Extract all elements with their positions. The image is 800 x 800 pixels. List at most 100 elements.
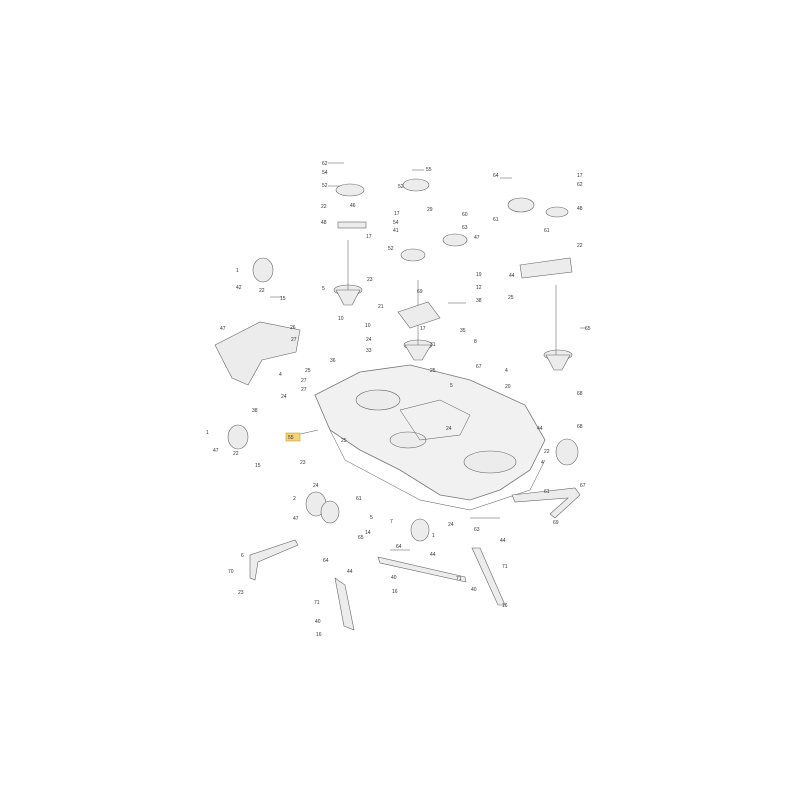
- callout-label: 61: [544, 489, 550, 495]
- callout-label: 40: [391, 575, 397, 581]
- callout-label: 61: [356, 496, 362, 502]
- callout-label: 22: [577, 243, 583, 249]
- callout-label: 69: [553, 520, 559, 526]
- callout-label: 26: [290, 325, 296, 331]
- callout-label: 27: [291, 337, 297, 343]
- callout-label: 44: [509, 273, 515, 279]
- callout-label: 54: [393, 220, 399, 226]
- callout-label: 70: [228, 569, 234, 575]
- cutting-deck-housing: [314, 364, 546, 511]
- callout-label: 61: [544, 228, 550, 234]
- spindle-center: [397, 178, 468, 361]
- callout-label: 71: [502, 564, 508, 570]
- callout-label: 42: [236, 285, 242, 291]
- callout-label: 40: [315, 619, 321, 625]
- discharge-chute: [214, 321, 301, 386]
- callout-label: 24: [446, 426, 452, 432]
- blades: [249, 487, 581, 631]
- callout-label: 4: [505, 368, 508, 374]
- callout-label: 19: [476, 272, 482, 278]
- callout-label: 71: [456, 576, 462, 582]
- callout-label: 24: [281, 394, 287, 400]
- callout-label: 25: [430, 368, 436, 374]
- callout-label: 22: [259, 288, 265, 294]
- callout-label: 17: [394, 211, 400, 217]
- rollers: [227, 257, 579, 542]
- callout-label: 47: [293, 516, 299, 522]
- callout-label: 20: [505, 384, 511, 390]
- callout-label: 52: [398, 184, 404, 190]
- callout-label: 22: [321, 204, 327, 210]
- callout-label: 14: [365, 530, 371, 536]
- callout-label: 1: [206, 430, 209, 436]
- callout-label: 61: [493, 217, 499, 223]
- callout-label: 1: [432, 533, 435, 539]
- callout-label: 44: [347, 569, 353, 575]
- callout-label: 22: [544, 449, 550, 455]
- callout-label: 17: [366, 234, 372, 240]
- callout-label: 17: [420, 326, 426, 332]
- callout-label: 60: [462, 212, 468, 218]
- callout-label: 27: [301, 387, 307, 393]
- callout-label: 24: [448, 522, 454, 528]
- callout-label: 15: [280, 296, 286, 302]
- callout-label: 68: [577, 391, 583, 397]
- callout-label: 24: [313, 483, 319, 489]
- callout-label: 16: [316, 632, 322, 638]
- callout-label: 22: [233, 451, 239, 457]
- callout-label: 12: [476, 285, 482, 291]
- callout-label: 6: [241, 553, 244, 559]
- callout-label: 2: [293, 496, 296, 502]
- callout-label: 52: [388, 246, 394, 252]
- callout-label: 67: [476, 364, 482, 370]
- callout-label: 33: [366, 348, 372, 354]
- callout-label: 25: [508, 295, 514, 301]
- callout-label: 44: [500, 538, 506, 544]
- callout-label: 7: [390, 519, 393, 525]
- callout-label: 67: [580, 483, 586, 489]
- callout-label: 35: [460, 328, 466, 334]
- callout-label: 36: [330, 358, 336, 364]
- callout-label: 5: [450, 383, 453, 389]
- callout-label: 64: [493, 173, 499, 179]
- callout-label: 71: [314, 600, 320, 606]
- callout-label: 68: [577, 424, 583, 430]
- callout-label: 1: [236, 268, 239, 274]
- callout-label: 44: [537, 426, 543, 432]
- callout-label: 31: [430, 342, 436, 348]
- highlighted-callout-box: [285, 432, 301, 442]
- callout-label: 62: [577, 182, 583, 188]
- callout-label: 29: [427, 207, 433, 213]
- callout-label: 40: [471, 587, 477, 593]
- callout-label: 23: [367, 277, 373, 283]
- callout-label: 25: [341, 438, 347, 444]
- callout-label: 15: [255, 463, 261, 469]
- spindle-right: [507, 197, 573, 371]
- callout-label: 46: [350, 203, 356, 209]
- callout-label: 38: [476, 298, 482, 304]
- callout-label: 62: [322, 161, 328, 167]
- callout-label: 16: [502, 603, 508, 609]
- callout-label: 24: [366, 337, 372, 343]
- callout-label: 10: [365, 323, 371, 329]
- callout-label: 4: [541, 460, 544, 466]
- callout-label: 69: [417, 289, 423, 295]
- callout-label: 23: [238, 590, 244, 596]
- callout-label: 5: [370, 515, 373, 521]
- callout-labels: 62 54 52 22 48 46 17 55 52 17 54 41 29 6…: [206, 161, 591, 638]
- callout-label: 10: [338, 316, 344, 322]
- callout-label: 63: [474, 527, 480, 533]
- spindle-left: [333, 183, 367, 306]
- callout-label: 27: [301, 378, 307, 384]
- callout-label: 55: [288, 435, 294, 441]
- leader-lines: [270, 162, 586, 551]
- callout-label: 5: [322, 286, 325, 292]
- callout-label: 55: [426, 167, 432, 173]
- callout-label: 47: [213, 448, 219, 454]
- callout-label: 48: [321, 220, 327, 226]
- callout-label: 41: [393, 228, 399, 234]
- callout-label: 65: [585, 326, 591, 332]
- callout-label: 16: [392, 589, 398, 595]
- callout-label: 17: [577, 173, 583, 179]
